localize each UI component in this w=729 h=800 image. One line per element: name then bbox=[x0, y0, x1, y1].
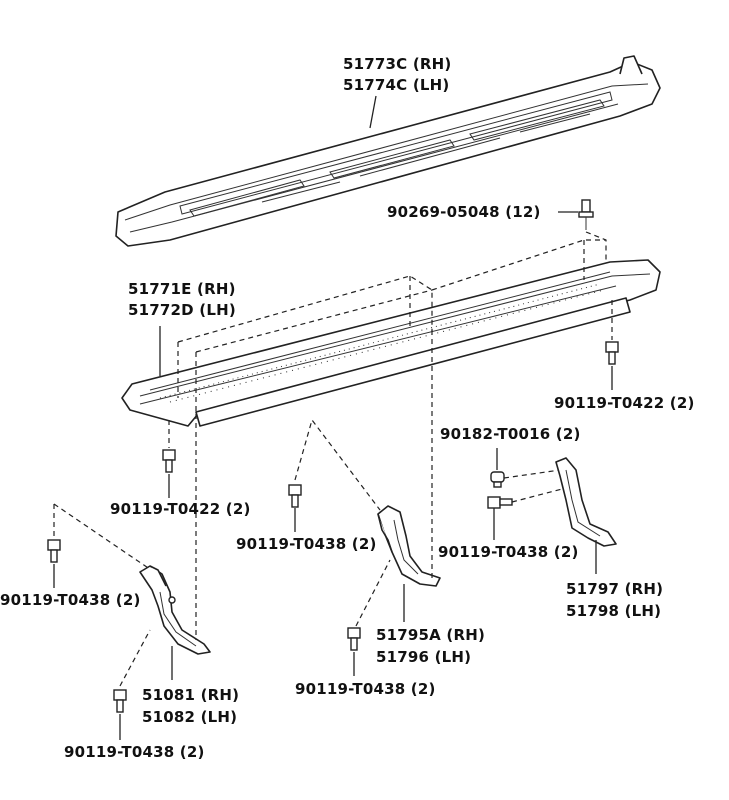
dash-bolt-bottom bbox=[119, 629, 151, 687]
label-front-bracket-lh[interactable]: 51082 (LH) bbox=[142, 708, 238, 726]
label-rear-bracket-lh[interactable]: 51798 (LH) bbox=[566, 602, 662, 620]
label-step-pad-lh[interactable]: 51774C (LH) bbox=[343, 76, 450, 94]
leader-step-pad bbox=[369, 95, 377, 129]
dash-bolt-right-lower bbox=[511, 487, 567, 503]
bolt-right-lower-part[interactable] bbox=[487, 496, 513, 509]
dash-nut-right bbox=[503, 469, 561, 479]
label-step-lh[interactable]: 51772D (LH) bbox=[128, 301, 236, 319]
label-bolt-center[interactable]: 90119-T0438 (2) bbox=[236, 535, 377, 553]
center-bracket-part[interactable] bbox=[377, 505, 441, 587]
label-bolt-left-top[interactable]: 90119-T0422 (2) bbox=[110, 500, 251, 518]
label-front-bracket-rh[interactable]: 51081 (RH) bbox=[142, 686, 240, 704]
dash-far-left-to-bracket bbox=[53, 503, 161, 577]
label-nut-right[interactable]: 90182-T0016 (2) bbox=[440, 425, 581, 443]
label-step-rh[interactable]: 51771E (RH) bbox=[128, 280, 236, 298]
running-board-part[interactable] bbox=[121, 259, 661, 427]
label-bolt-bottom[interactable]: 90119-T0438 (2) bbox=[64, 743, 205, 761]
bolt-center-low-part[interactable] bbox=[347, 627, 361, 651]
nut-right-part[interactable] bbox=[490, 471, 505, 488]
label-center-bracket-rh[interactable]: 51795A (RH) bbox=[376, 626, 486, 644]
bolt-left-top-part[interactable] bbox=[162, 449, 176, 473]
clip-part[interactable] bbox=[578, 199, 594, 230]
bolt-far-left-part[interactable] bbox=[47, 539, 61, 563]
label-clip[interactable]: 90269-05048 (12) bbox=[387, 203, 541, 221]
label-bolt-right-top[interactable]: 90119-T0422 (2) bbox=[554, 394, 695, 412]
bolt-right-top-part[interactable] bbox=[605, 341, 619, 365]
dash-center-low bbox=[355, 559, 391, 627]
step-pad-part[interactable] bbox=[115, 55, 661, 247]
label-bolt-center-low[interactable]: 90119-T0438 (2) bbox=[295, 680, 436, 698]
dash-bolt-center bbox=[294, 418, 381, 511]
bolt-center-part[interactable] bbox=[288, 484, 302, 508]
label-center-bracket-lh[interactable]: 51796 (LH) bbox=[376, 648, 472, 666]
dashed-guides-top bbox=[177, 239, 606, 414]
label-bolt-far-left[interactable]: 90119-T0438 (2) bbox=[0, 591, 141, 609]
label-bolt-right-lower[interactable]: 90119-T0438 (2) bbox=[438, 543, 579, 561]
front-bracket-part[interactable] bbox=[139, 565, 211, 655]
label-step-pad-rh[interactable]: 51773C (RH) bbox=[343, 55, 452, 73]
bolt-bottom-part[interactable] bbox=[113, 689, 127, 713]
rear-bracket-part[interactable] bbox=[555, 457, 617, 547]
label-rear-bracket-rh[interactable]: 51797 (RH) bbox=[566, 580, 664, 598]
